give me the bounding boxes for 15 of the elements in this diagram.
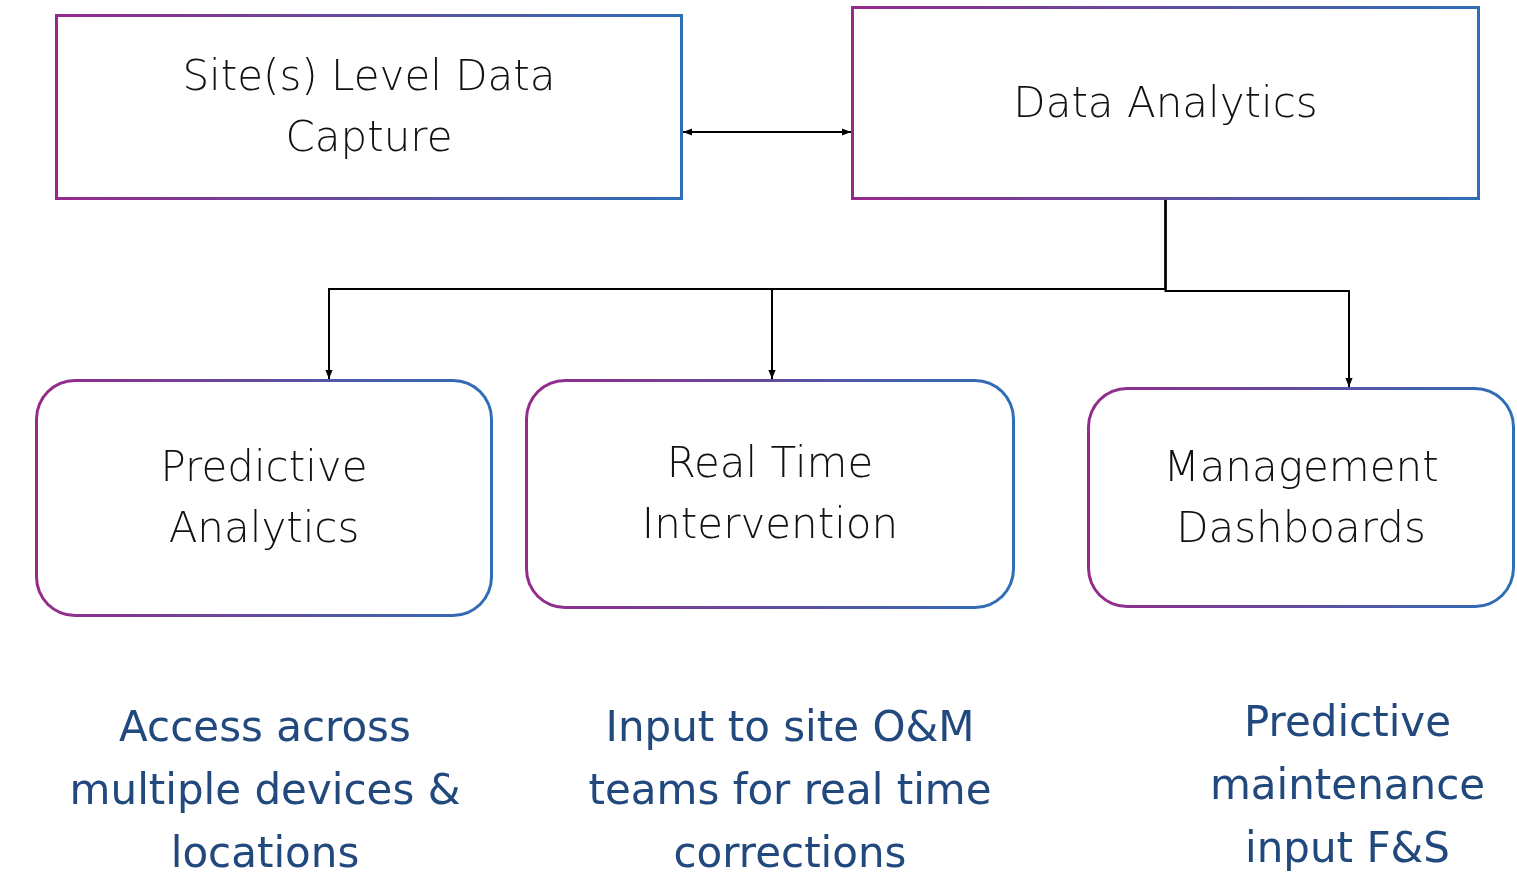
process-box xyxy=(851,6,1480,200)
rounded-box xyxy=(35,379,493,617)
node-label: Data Analytics xyxy=(1013,76,1318,129)
node-label: Site(s) Level Data Capture xyxy=(181,50,557,163)
node-label: Predictive Analytics xyxy=(159,441,369,554)
description-text: Predictive maintenance input F&S xyxy=(1208,696,1487,874)
arrow xyxy=(682,128,852,136)
node-label: Real Time Intervention xyxy=(640,437,900,550)
rounded-box xyxy=(1087,387,1515,608)
description-text: Input to site O&M teams for real time corrections xyxy=(587,701,993,879)
process-box xyxy=(55,14,683,200)
rounded-box xyxy=(525,379,1015,609)
description-text: Access across multiple devices & locations xyxy=(68,701,462,879)
node-label: Management Dashboards xyxy=(1162,440,1440,554)
arrow xyxy=(1164,199,1353,388)
